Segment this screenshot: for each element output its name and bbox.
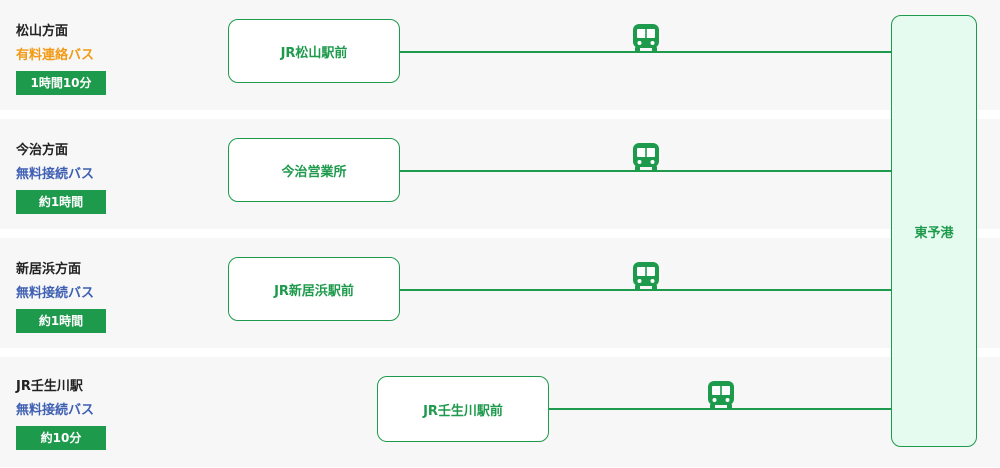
bus-icon bbox=[633, 24, 659, 53]
bus-type-label: 有料連絡バス bbox=[16, 48, 95, 63]
route-line-niihama bbox=[400, 289, 891, 291]
bus-type-label: 無料接続バス bbox=[16, 403, 95, 418]
bus-type-label: 無料接続バス bbox=[16, 286, 95, 301]
route-title: JR壬生川駅 bbox=[16, 379, 83, 394]
route-info-imabari: 今治方面 無料接続バス 約1時間 bbox=[16, 142, 106, 214]
stop-box-matsuyama: JR松山駅前 bbox=[228, 19, 400, 83]
stop-box-nyugawa: JR壬生川駅前 bbox=[377, 376, 549, 442]
destination-label: 東予港 bbox=[914, 225, 954, 241]
route-band-niihama bbox=[0, 238, 1000, 348]
stop-box-niihama: JR新居浜駅前 bbox=[228, 257, 400, 321]
route-info-matsuyama: 松山方面 有料連絡バス 1時間10分 bbox=[16, 23, 106, 95]
route-title: 松山方面 bbox=[16, 24, 69, 39]
duration-badge: 1時間10分 bbox=[16, 71, 106, 95]
bus-icon bbox=[633, 143, 659, 172]
stop-box-imabari: 今治営業所 bbox=[228, 138, 400, 202]
duration-badge: 約1時間 bbox=[16, 190, 106, 214]
destination-port-box: 東予港 bbox=[891, 15, 977, 447]
route-band-matsuyama bbox=[0, 0, 1000, 110]
bus-type-label: 無料接続バス bbox=[16, 167, 95, 182]
bus-icon bbox=[708, 381, 734, 410]
duration-badge: 約10分 bbox=[16, 426, 106, 450]
route-info-nyugawa: JR壬生川駅 無料接続バス 約10分 bbox=[16, 378, 106, 450]
route-title: 今治方面 bbox=[16, 143, 69, 158]
route-line-nyugawa bbox=[549, 408, 891, 410]
route-title: 新居浜方面 bbox=[16, 262, 82, 277]
route-line-imabari bbox=[400, 170, 891, 172]
route-band-imabari bbox=[0, 119, 1000, 229]
duration-badge: 約1時間 bbox=[16, 309, 106, 333]
route-info-niihama: 新居浜方面 無料接続バス 約1時間 bbox=[16, 261, 106, 333]
bus-icon bbox=[633, 262, 659, 291]
route-line-matsuyama bbox=[400, 51, 891, 53]
